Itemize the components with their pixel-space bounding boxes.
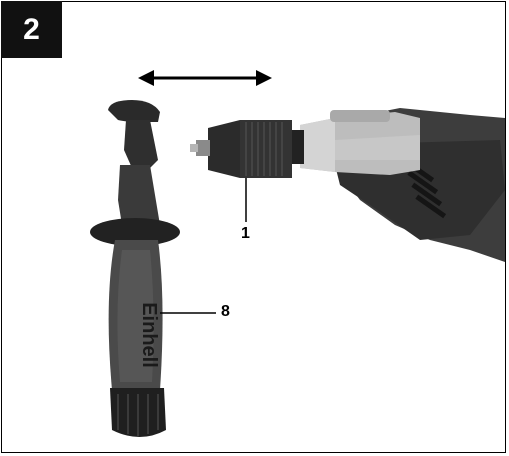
- callout-8-label: 8: [221, 303, 230, 320]
- handle-brand-label: Einhell: [138, 302, 160, 368]
- figure-number-badge: 2: [1, 1, 62, 58]
- side-handle: Einhell: [90, 100, 180, 437]
- drill-illustration: [190, 108, 505, 262]
- move-arrow: [138, 70, 272, 86]
- chuck: [190, 120, 292, 178]
- callout-1-label: 1: [241, 225, 250, 242]
